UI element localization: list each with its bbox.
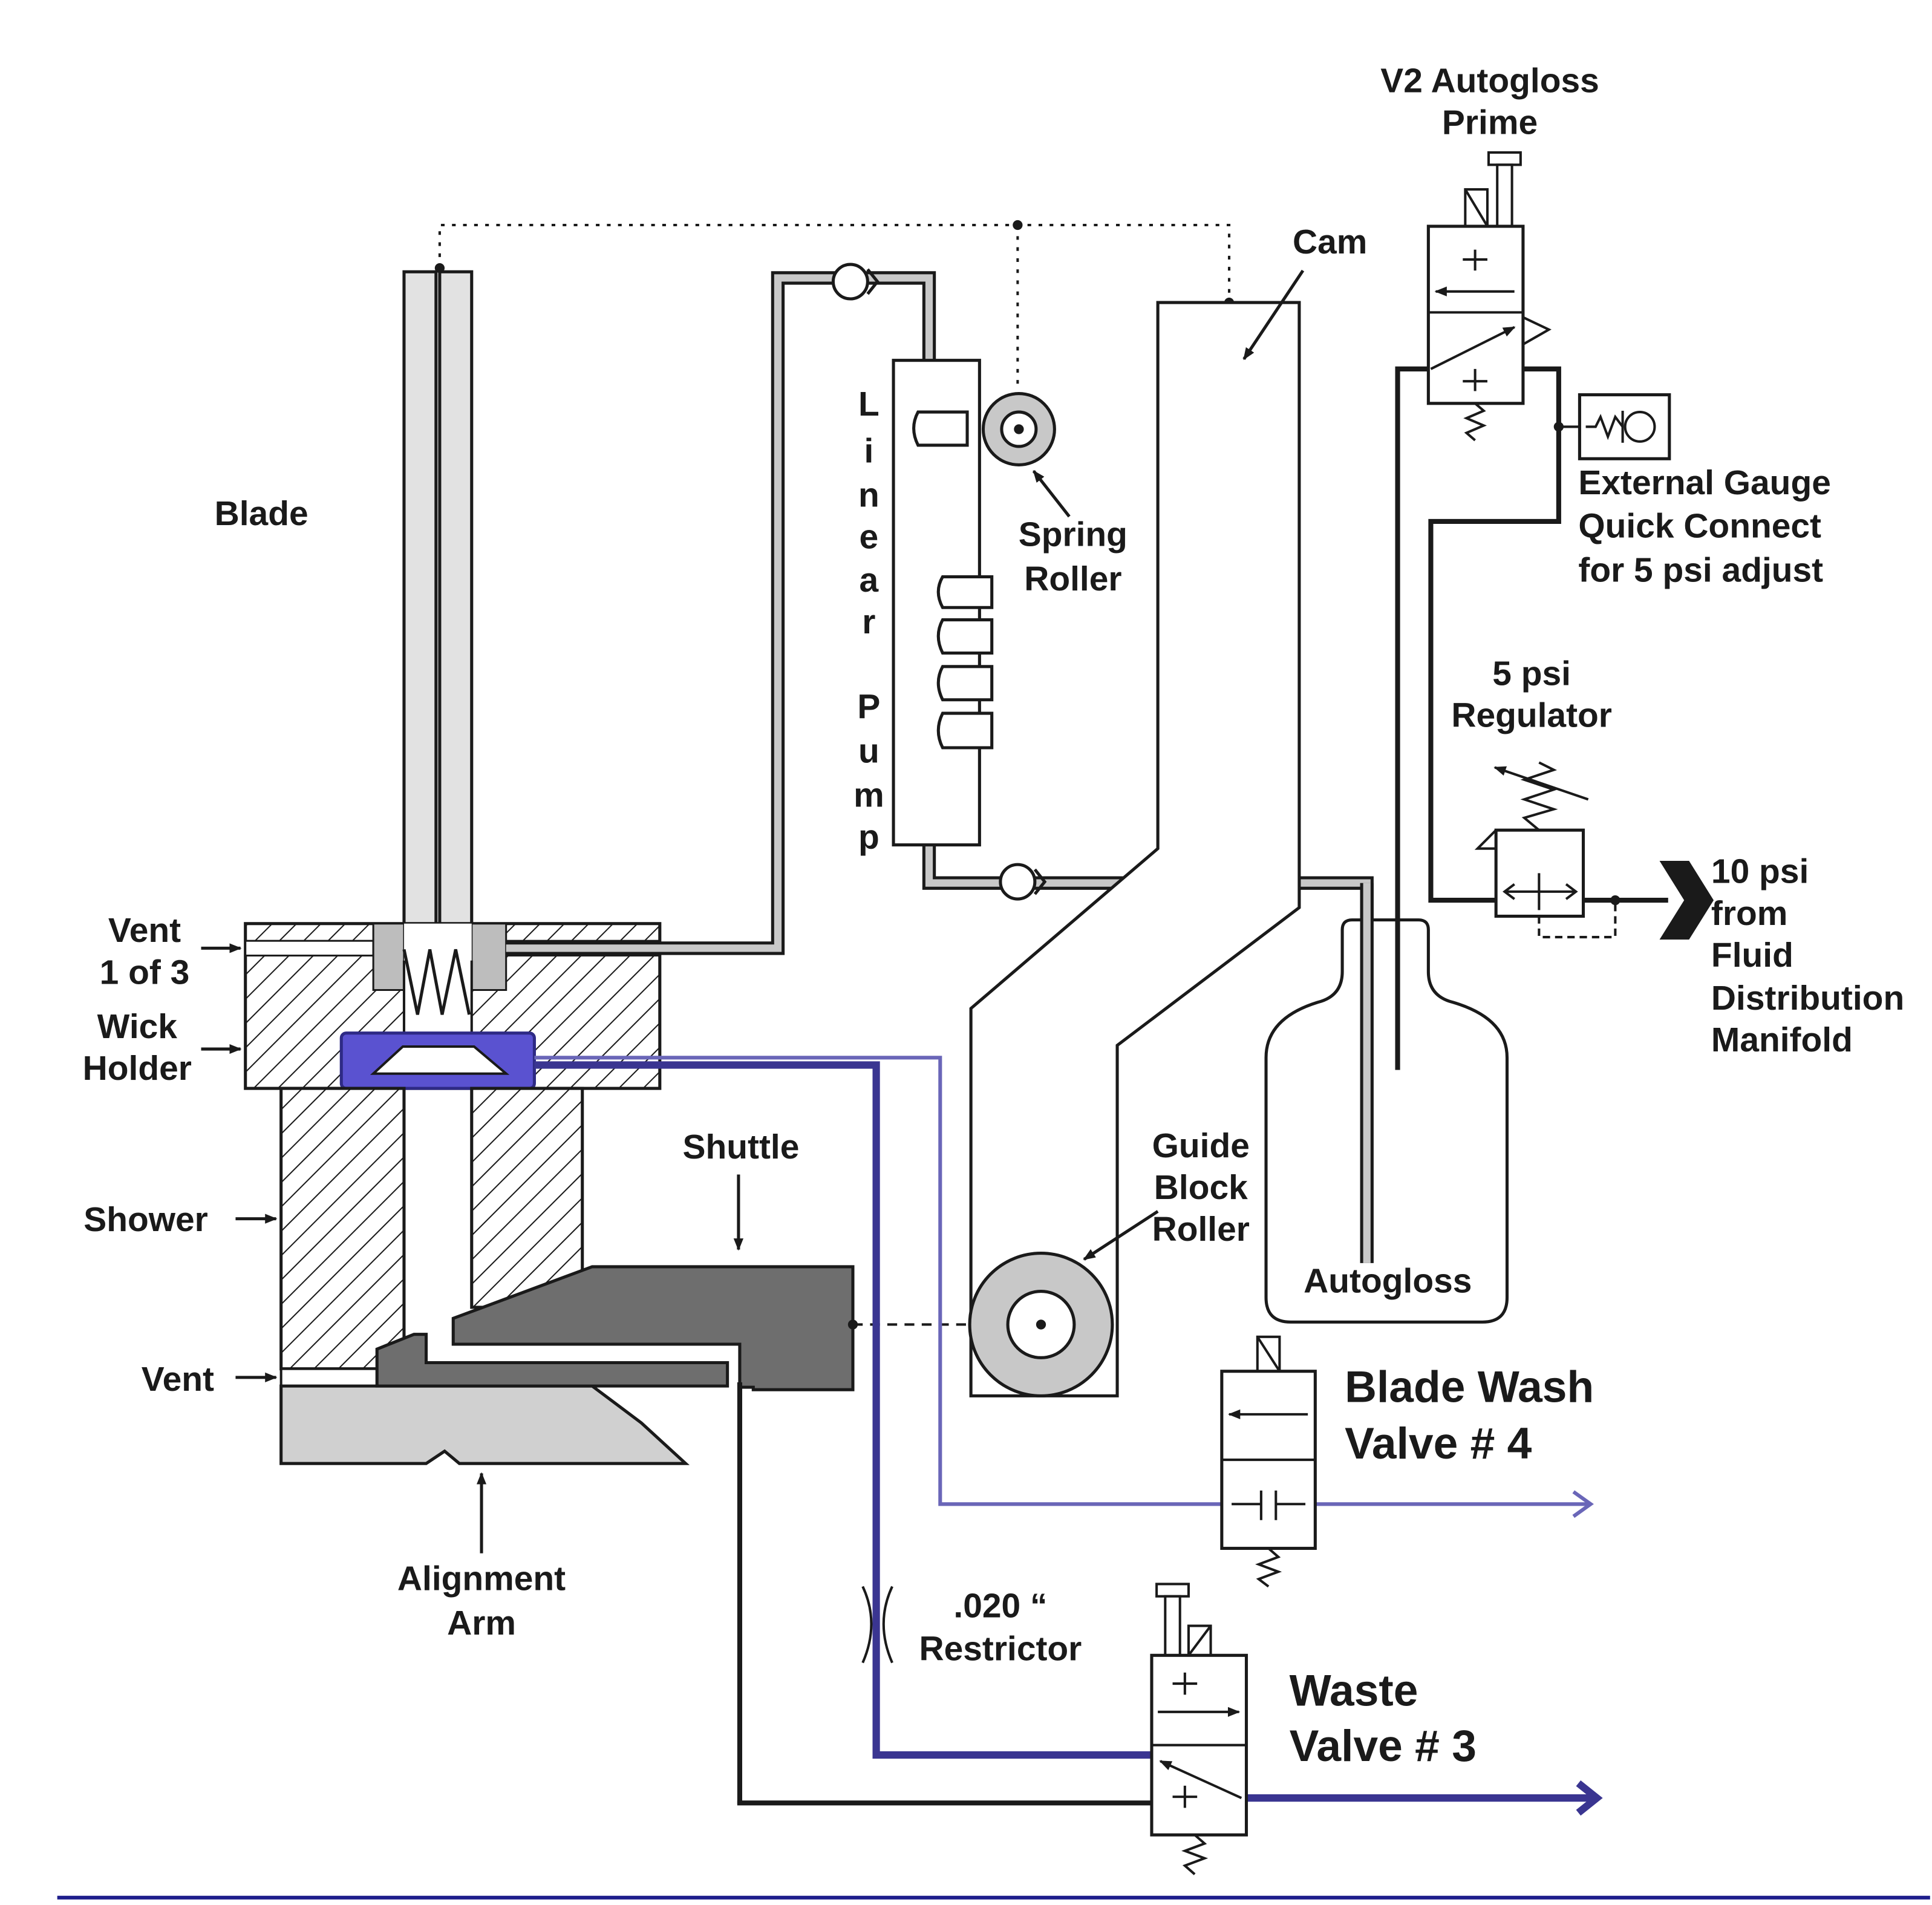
labels: Blade Vent 1 of 3 Wick Holder Shower Ven… (83, 61, 1905, 1771)
label-vent-1-of-3: 1 of 3 (100, 953, 190, 992)
pressure-regulator (1474, 761, 1617, 939)
waste-valve-3 (1150, 1583, 1248, 1875)
check-valve-lower (999, 863, 1047, 901)
label-v2-autogloss-prime: V2 Autogloss (1380, 61, 1599, 100)
label-linear-pump-letter: a (860, 561, 880, 600)
label-vent: Vent (142, 1360, 214, 1399)
label-autogloss: Autogloss (1304, 1262, 1472, 1301)
label-linear-pump-letter: e (860, 518, 879, 557)
label-supply: Fluid (1711, 936, 1793, 975)
label-supply: 10 psi (1711, 852, 1809, 891)
label-regulator: Regulator (1451, 696, 1612, 734)
label-blade-wash-valve: Blade Wash (1345, 1362, 1594, 1412)
label-spring-roller: Spring (1019, 515, 1128, 554)
label-cam: Cam (1293, 223, 1367, 261)
label-alignment-arm: Arm (447, 1604, 516, 1642)
wash-lines-blue (534, 1056, 1603, 1816)
label-blade: Blade (215, 494, 308, 533)
label-linear-pump-letter: L (858, 385, 880, 423)
label-blade-wash-valve: Valve # 4 (1345, 1419, 1532, 1468)
label-shuttle: Shuttle (683, 1128, 800, 1166)
autogloss-bottle (1264, 918, 1509, 1324)
external-gauge-quick-connect (1578, 393, 1671, 460)
check-valve-upper (831, 263, 880, 301)
label-linear-pump-letter: r (862, 603, 875, 641)
label-vent-1-of-3: Vent (108, 911, 181, 950)
label-alignment-arm: Alignment (397, 1560, 566, 1598)
label-supply: Distribution (1711, 979, 1904, 1018)
label-restrictor: .020 “ (953, 1586, 1047, 1625)
label-external-gauge: External Gauge (1578, 463, 1830, 502)
blade (402, 270, 474, 962)
supply-inlet-arrow (1659, 861, 1714, 940)
label-restrictor: Restrictor (919, 1629, 1082, 1668)
label-guide-block-roller: Roller (1152, 1210, 1250, 1249)
label-linear-pump-letter: p (858, 818, 880, 857)
label-waste-valve: Valve # 3 (1290, 1721, 1477, 1771)
label-linear-pump-letter: i (864, 431, 873, 470)
label-waste-valve: Waste (1290, 1666, 1418, 1716)
label-shower: Shower (83, 1200, 208, 1239)
shuttle-joint (847, 1319, 858, 1330)
pressure-lines (1395, 366, 1668, 1070)
label-external-gauge: Quick Connect (1578, 506, 1821, 545)
label-wick-holder: Holder (83, 1049, 192, 1088)
restrictor (861, 1586, 893, 1664)
label-external-gauge: for 5 psi adjust (1578, 551, 1823, 590)
spring-roller (981, 391, 1056, 466)
label-spring-roller: Roller (1024, 560, 1121, 598)
label-linear-pump-letter: P (857, 687, 880, 726)
label-supply: from (1711, 894, 1787, 933)
label-guide-block-roller: Block (1154, 1168, 1248, 1207)
alignment-arm (279, 1384, 690, 1465)
label-v2-autogloss-prime: Prime (1442, 103, 1538, 142)
label-linear-pump-letter: m (853, 776, 884, 815)
v2-prime-valve (1426, 151, 1552, 442)
wick (339, 1031, 536, 1090)
mechanical-linkage-dotted (438, 223, 1231, 391)
label-regulator: 5 psi (1492, 654, 1571, 693)
shuttle (375, 1265, 855, 1391)
junction (1610, 895, 1620, 906)
guide-block-roller (968, 1252, 1114, 1397)
label-linear-pump-letter: n (858, 476, 880, 515)
cam (969, 301, 1301, 1397)
label-guide-block-roller: Guide (1152, 1126, 1250, 1165)
label-linear-pump-letter: u (858, 731, 880, 770)
label-arrows (201, 269, 1305, 1554)
shower (279, 1086, 584, 1388)
linkage-joint (1013, 220, 1023, 230)
label-wick-holder: Wick (97, 1007, 178, 1046)
label-supply: Manifold (1711, 1021, 1853, 1059)
linear-pump (892, 359, 994, 847)
junction (1553, 422, 1564, 432)
blade-wash-valve-4 (1220, 1335, 1317, 1588)
